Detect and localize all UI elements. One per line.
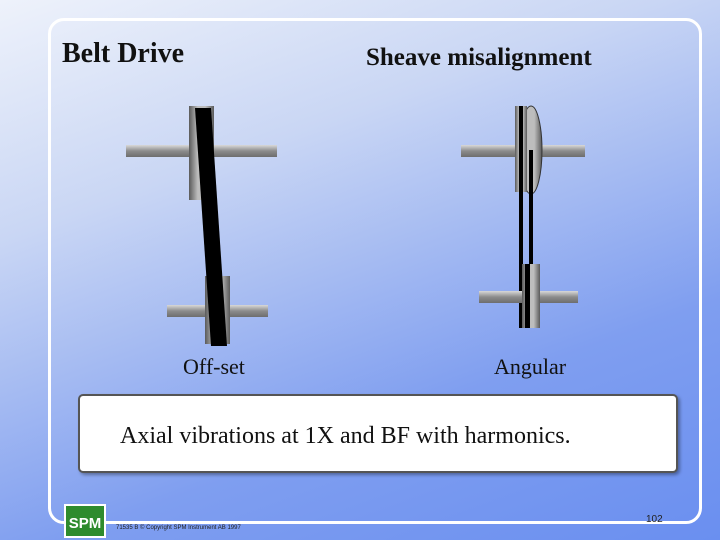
caption-offset: Off-set [183,354,245,379]
title-belt-drive: Belt Drive [62,38,185,69]
spm-logo: SPM [64,504,106,538]
spm-logo-text: SPM [69,515,102,532]
angular-belt-right [529,150,533,328]
offset-drive [126,106,277,346]
footer-copyright: 71535 B © Copyright SPM Instrument AB 19… [116,525,241,531]
angular-drive [461,105,585,328]
offset-belt [195,108,227,346]
note-text: Axial vibrations at 1X and BF with harmo… [120,423,571,449]
caption-angular: Angular [494,354,567,379]
slide-frame [48,18,702,524]
angular-belt-left [519,106,523,328]
title-sheave-misalignment: Sheave misalignment [366,44,592,71]
angular-bottom-sheave [522,264,540,328]
note-box [78,394,678,473]
page-number: 102 [646,514,663,525]
